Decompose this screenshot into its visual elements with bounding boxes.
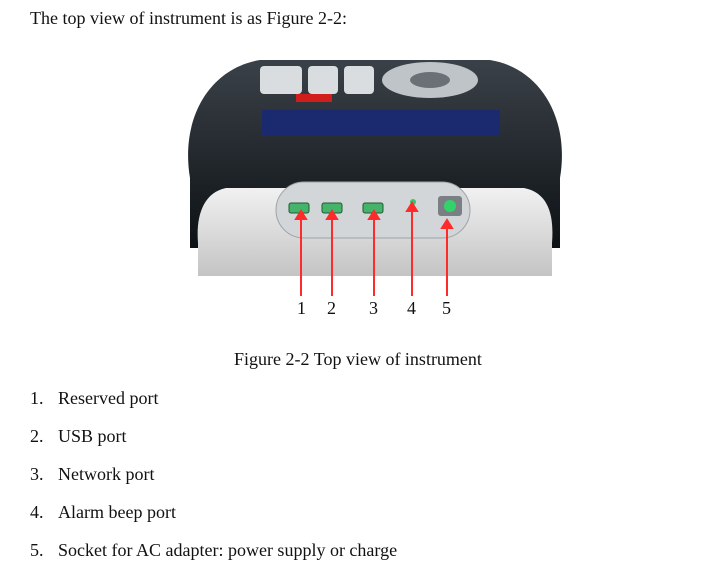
callout-2: 2 (327, 298, 336, 318)
callout-5: 5 (442, 298, 451, 318)
list-item: 3. Network port (30, 464, 397, 502)
list-item-number: 2. (30, 426, 44, 446)
callout-1: 1 (297, 298, 306, 318)
list-item-text: Socket for AC adapter: power supply or c… (58, 540, 398, 560)
callout-3: 3 (369, 298, 378, 318)
port-list: 1. Reserved port 2. USB port 3. Network por… (30, 388, 397, 578)
list-item-text: Network port (58, 464, 155, 484)
list-item: 4. Alarm beep port (30, 502, 397, 540)
list-item: 5. Socket for AC adapter: power supply or… (30, 540, 397, 578)
list-item-text: Alarm beep port (58, 502, 176, 522)
list-item-number: 3. (30, 464, 44, 484)
list-item-number: 5. (30, 540, 44, 560)
list-item-text: Reserved port (58, 388, 159, 408)
instrument-top-view-image (188, 60, 562, 296)
figure-caption: Figure 2-2 Top view of instrument (234, 349, 482, 369)
intro-text: The top view of instrument is as Figure … (30, 8, 347, 28)
list-item: 1. Reserved port (30, 388, 397, 426)
callout-4: 4 (407, 298, 416, 318)
list-item-number: 4. (30, 502, 44, 522)
list-item-text: USB port (58, 426, 127, 446)
list-item: 2. USB port (30, 426, 397, 464)
list-item-number: 1. (30, 388, 44, 408)
